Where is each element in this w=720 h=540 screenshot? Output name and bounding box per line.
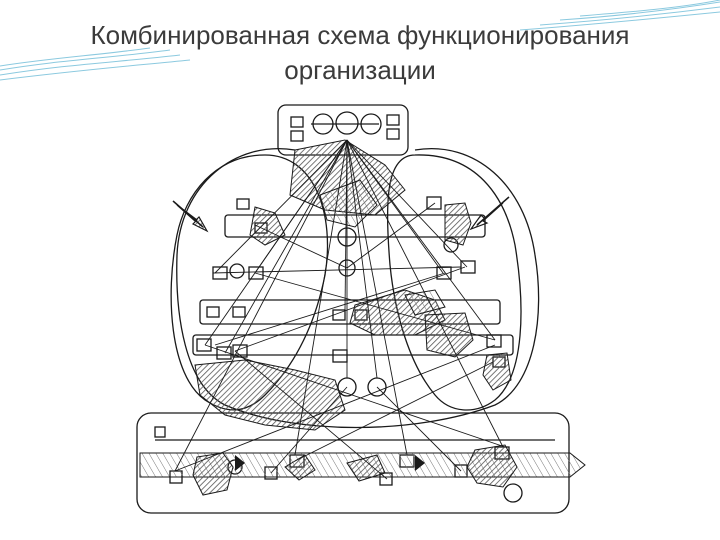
slide-title: Комбинированная схема функционирования о… <box>0 18 720 88</box>
organization-scheme-diagram <box>115 95 605 525</box>
process-band-2 <box>199 299 501 325</box>
hatched-region-top <box>289 139 406 216</box>
slide-title-line-2: организации <box>284 55 436 85</box>
hatched-region-right <box>444 202 472 246</box>
decorative-wave-lines <box>0 0 720 81</box>
connection-lines <box>174 139 506 480</box>
slide-title-line-1: Комбинированная схема функционирования <box>90 20 630 50</box>
outer-system-oval <box>176 148 540 429</box>
right-subsystem-oval <box>386 154 522 411</box>
process-band-3 <box>192 334 514 356</box>
hatched-region-left <box>249 206 286 246</box>
